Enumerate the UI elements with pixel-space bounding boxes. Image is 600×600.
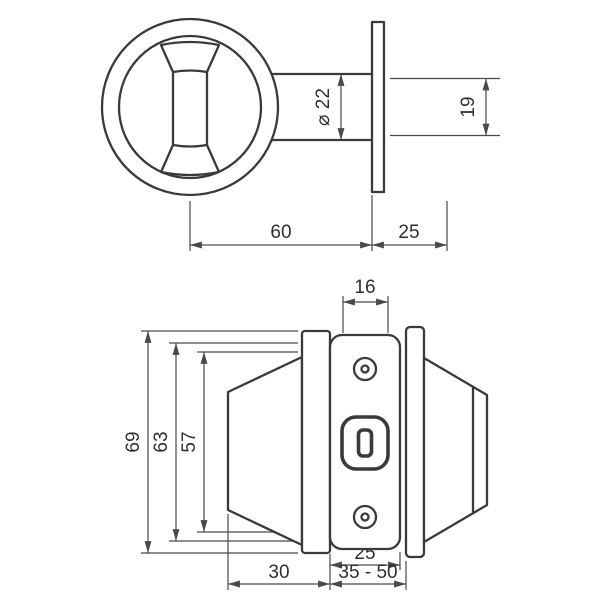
knob-left-profile [226, 355, 304, 547]
dim-spindle-diameter: ⌀ 22 [313, 74, 345, 140]
dim-hub-width: 16 [342, 277, 389, 333]
dim-backset: 60 [189, 195, 373, 251]
dim-knob-depth: 30 [227, 514, 330, 590]
thumbturn-neck [171, 70, 209, 147]
knob-right-body [422, 356, 489, 544]
dim-label-hub-width: 16 [354, 277, 375, 298]
hub-slot [356, 428, 374, 458]
dim-label-boss-height: 19 [458, 96, 479, 117]
rose-outer-circle [100, 17, 280, 197]
screw-hole-bottom [352, 504, 378, 530]
extension-lines [169, 342, 298, 542]
dim-door-thickness-range: 35 - 50 [330, 561, 407, 590]
dim-plate-diameter: 63 [151, 342, 298, 542]
dim-label-backset: 60 [270, 222, 291, 243]
side-view: 16 69 63 57 25 30 [123, 277, 489, 590]
rose-inner-circle [117, 34, 263, 180]
screw-hole-top [352, 356, 378, 382]
dim-plate-offset: 25 [372, 201, 448, 251]
spindle-shaft [270, 72, 374, 142]
dim-label-plate-diameter: 63 [151, 431, 172, 452]
thumbturn [159, 40, 221, 177]
latch-case-plate [328, 333, 402, 551]
screw-hole-inner [360, 512, 370, 522]
thumbturn-bottom-cap [159, 143, 221, 177]
extension-lines [390, 77, 500, 137]
hub-outline [340, 415, 390, 471]
dim-label-plate-offset: 25 [398, 222, 419, 243]
rose-flange-left [300, 329, 332, 555]
dim-label-knob-depth: 30 [268, 562, 289, 583]
front-view: ⌀ 22 19 60 25 [100, 17, 500, 251]
dim-label-door-thickness-range: 35 - 50 [338, 562, 397, 583]
dim-label-knob-diameter: 57 [179, 431, 200, 452]
screw-hole-outer [352, 356, 378, 382]
extension-lines [141, 330, 298, 554]
thumbturn-top-cap [159, 40, 221, 74]
dim-rose-diameter: 69 [123, 330, 298, 554]
screw-hole-outer [352, 504, 378, 530]
spindle-hub [340, 415, 390, 471]
mounting-plate [370, 20, 386, 194]
knob-right-profile [422, 356, 489, 544]
dim-boss-height: 19 [390, 77, 500, 137]
screw-hole-inner [360, 364, 370, 374]
backplate-right [404, 325, 426, 559]
dim-label-spindle-diameter: ⌀ 22 [313, 88, 334, 126]
dim-label-rose-diameter: 69 [123, 431, 144, 452]
